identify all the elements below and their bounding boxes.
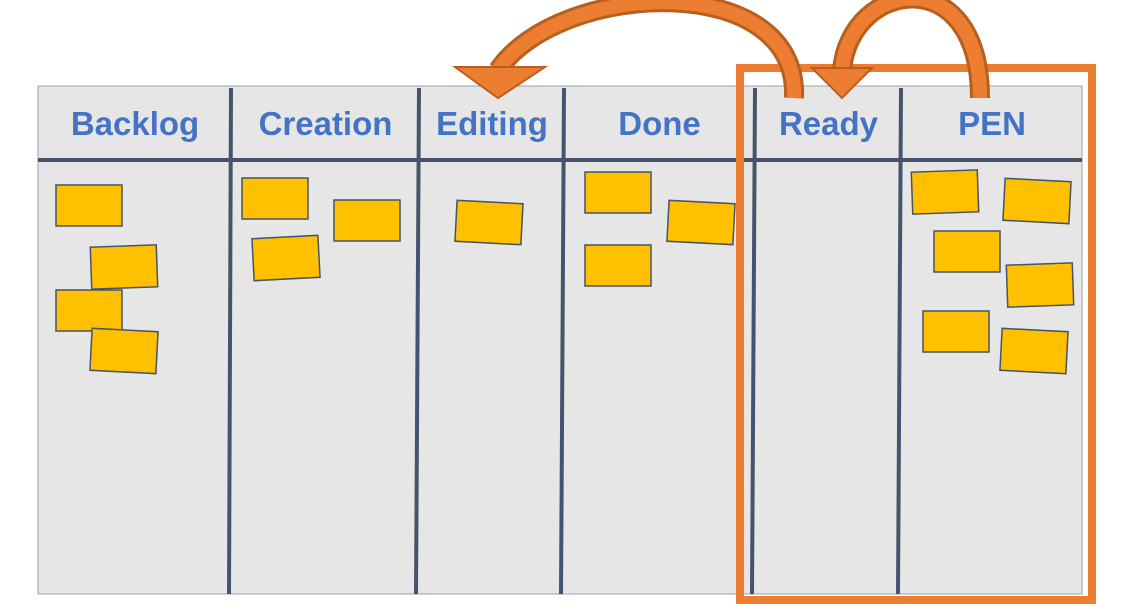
flow-arrow-ready-to-editing [451, 0, 805, 100]
flow-arrow-pen-to-ready [809, 0, 990, 100]
sticky-note[interactable] [241, 177, 309, 220]
column-divider [227, 87, 233, 595]
sticky-note[interactable] [89, 327, 159, 375]
column-divider [414, 87, 421, 595]
arrow-shaft [492, 0, 802, 99]
column-header-backlog[interactable]: Backlog [70, 105, 200, 142]
sticky-note[interactable] [1005, 262, 1075, 308]
sticky-note[interactable] [333, 199, 401, 242]
sticky-note[interactable] [251, 234, 321, 282]
column-header-pen[interactable]: PEN [958, 105, 1026, 142]
backlog-notes [55, 184, 159, 375]
column-header-ready[interactable]: Ready [778, 105, 879, 142]
done-notes [584, 171, 736, 287]
sticky-note[interactable] [55, 184, 123, 227]
sticky-note[interactable] [666, 199, 736, 246]
column-divider [896, 87, 903, 595]
sticky-note[interactable] [933, 230, 1001, 273]
sticky-note[interactable] [999, 327, 1069, 375]
sticky-note[interactable] [910, 169, 980, 215]
sticky-note[interactable] [584, 171, 652, 214]
editing-notes [454, 199, 524, 246]
sticky-note[interactable] [55, 289, 123, 332]
sticky-note[interactable] [584, 244, 652, 287]
sticky-note[interactable] [89, 244, 159, 290]
column-header-editing[interactable]: Editing [436, 105, 548, 142]
column-divider [750, 87, 757, 595]
sticky-note[interactable] [454, 199, 524, 246]
arrow-shaft [835, 0, 987, 99]
arrow-head [809, 67, 875, 100]
arrow-head [451, 66, 549, 100]
highlight-frame [736, 64, 1096, 604]
column-header-done[interactable]: Done [618, 105, 701, 142]
column-header-creation[interactable]: Creation [258, 105, 393, 142]
sticky-note[interactable] [1002, 177, 1072, 225]
creation-notes [241, 177, 401, 282]
pen-notes [910, 169, 1075, 375]
sticky-note[interactable] [922, 310, 990, 353]
column-divider [559, 87, 566, 595]
